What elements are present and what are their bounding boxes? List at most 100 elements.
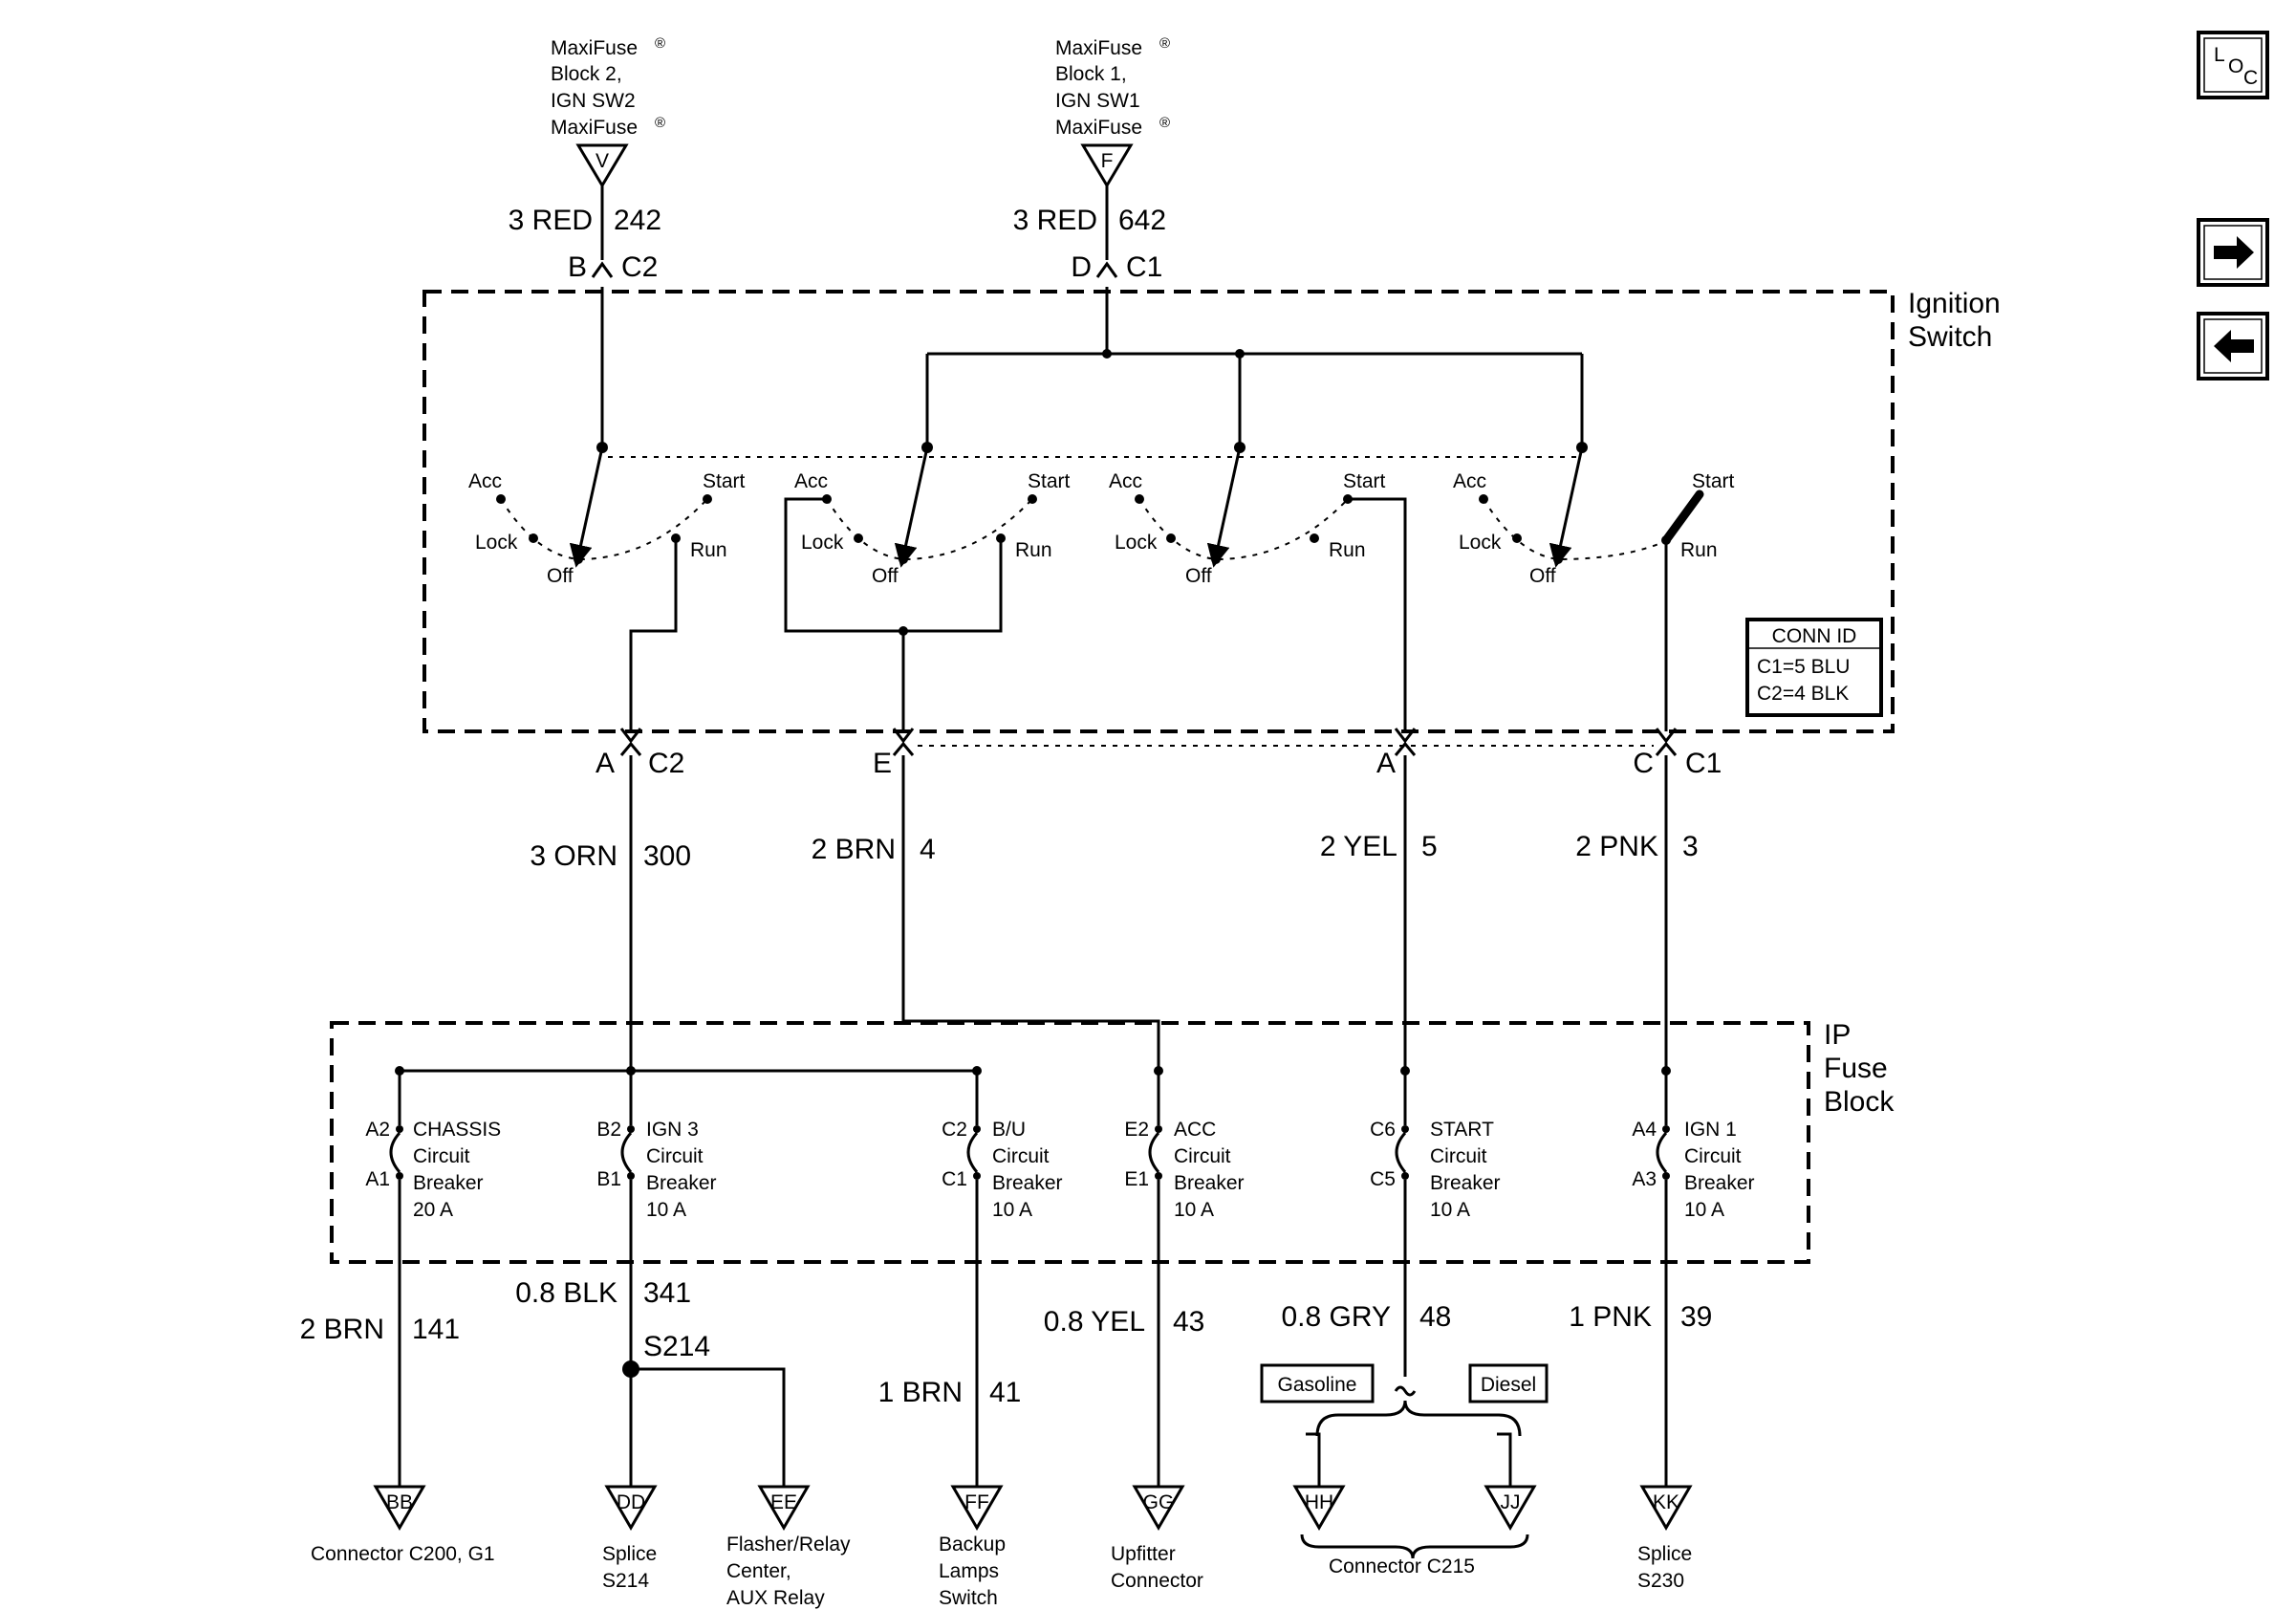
pos-start: Start [1692,470,1735,492]
destination-ee: EE Flasher/Relay Center, AUX Relay [726,1485,851,1609]
dest-line1: Connector C200, G1 [311,1543,495,1565]
breaker-pin-in: A4 [1632,1119,1657,1141]
loc-button[interactable]: L O C [2197,31,2269,99]
conn-id-box: CONN ID C1=5 BLU C2=4 BLK [1745,618,1883,717]
breaker-rating: 10 A [646,1199,686,1221]
dest-symbol: HH [1305,1491,1333,1513]
previous-arrow-button[interactable] [2197,312,2269,381]
pos-off: Off [872,565,899,587]
breaker-rating: 10 A [1174,1199,1214,1221]
breaker-line2: Circuit [1430,1145,1487,1167]
breaker-name: B/U [992,1119,1026,1141]
connector-c215-group: Connector C215 [1300,1534,1529,1577]
engine-option: Gasoline Diesel [1260,1363,1549,1487]
feed-left-line2: Block 2, [551,63,622,85]
wire-color: 3 RED [1013,205,1097,236]
pin-label: E [873,748,892,779]
breaker-chassis: A2 A1 CHASSIS Circuit Breaker 20 A [365,1119,501,1487]
breaker-name: START [1430,1119,1494,1141]
registered-mark: ® [655,35,665,52]
switch-section-4: Acc Start Lock Off Run [1453,442,1735,731]
fuse-symbol-f: F [1101,150,1114,172]
option-diesel: Diesel [1481,1374,1536,1396]
feed-right-line1: MaxiFuse [1055,37,1142,59]
dest-symbol: KK [1653,1491,1679,1513]
breaker-line3: Breaker [1430,1172,1501,1194]
wire-color: 2 BRN [300,1314,384,1345]
pos-run: Run [1329,539,1366,561]
dest-symbol: BB [386,1491,413,1513]
wire-color: 2 YEL [1320,831,1397,862]
conn-id-title: CONN ID [1772,625,1857,647]
pos-acc: Acc [1109,470,1142,492]
breaker-rating: 10 A [1430,1199,1470,1221]
feed-right-line3: IGN SW1 [1055,90,1140,112]
breaker-ign1: A4 A3 IGN 1 Circuit Breaker 10 A [1632,1119,1755,1487]
wire-color: 3 RED [509,205,593,236]
dest-line3: AUX Relay [726,1587,825,1609]
circuit-number: 4 [920,834,936,865]
pos-run: Run [1015,539,1052,561]
dest-line1: Splice [1637,1543,1692,1565]
destination-kk: KK Splice S230 [1637,1485,1693,1592]
pin-label: D [1071,251,1092,283]
breaker-line2: Circuit [413,1145,470,1167]
conn-id-c2: C2=4 BLK [1757,683,1849,705]
breaker-line3: Breaker [413,1172,484,1194]
ignition-switch-title-line1: Ignition [1908,288,2001,319]
breaker-acc: E2 E1 ACC Circuit Breaker 10 A [1124,1119,1245,1487]
pos-run: Run [1680,539,1718,561]
dest-line2: Connector [1111,1570,1203,1592]
destination-gg: GG Upfitter Connector [1111,1485,1203,1592]
breaker-pin-in: C6 [1370,1119,1396,1141]
switch-section-1: Acc Start Lock Off Run [468,442,746,731]
circuit-number: 3 [1682,831,1699,862]
pos-start: Start [1028,470,1071,492]
next-arrow-button[interactable] [2197,218,2269,287]
breaker-line3: Breaker [1174,1172,1245,1194]
destination-bb: BB Connector C200, G1 [311,1485,495,1565]
dest-line2: Lamps [939,1560,999,1582]
dest-symbol: GG [1143,1491,1175,1513]
destination-hh: HH [1292,1485,1346,1531]
pin-label: C [1633,748,1654,779]
destination-jj: JJ [1484,1485,1537,1531]
loc-letter-l: L [2214,44,2225,66]
pos-acc: Acc [794,470,828,492]
pos-acc: Acc [1453,470,1486,492]
breaker-pin-in: B2 [596,1119,621,1141]
pin-label: B [568,251,587,283]
pos-off: Off [1529,565,1556,587]
pos-start: Start [703,470,746,492]
breaker-pin-in: C2 [942,1119,967,1141]
breaker-line2: Circuit [1174,1145,1231,1167]
breaker-name: CHASSIS [413,1119,501,1141]
dest-line2: S230 [1637,1570,1684,1592]
wire-color: 0.8 YEL [1044,1306,1145,1338]
breaker-rating: 20 A [413,1199,453,1221]
fuse-block-title-line1: IP [1824,1019,1851,1051]
switch-output-connectors: A C2 3 ORN 300 E 2 BRN 4 A 2 YEL 5 C C1 … [530,728,1722,1063]
maxifuse-feed-left: MaxiFuse ® Block 2, IGN SW2 MaxiFuse ® V… [509,35,665,283]
loc-letter-c: C [2243,67,2258,89]
pos-lock: Lock [1459,532,1502,554]
circuit-number: 41 [989,1377,1021,1408]
dest-line2: S214 [602,1570,649,1592]
breaker-line2: Circuit [646,1145,704,1167]
dest-line1: Upfitter [1111,1543,1176,1565]
fuse-symbol-v-icon [575,143,629,188]
registered-mark: ® [1159,115,1170,131]
wire-color: 2 BRN [812,834,896,865]
pin-label: A [1376,748,1396,779]
ip-fuse-block: IP Fuse Block A2 A1 CHASSIS Circuit Brea… [330,1019,1895,1487]
wire-color: 3 ORN [530,840,617,872]
breaker-line3: Breaker [646,1172,717,1194]
breaker-bu: C2 C1 B/U Circuit Breaker 10 A [942,1119,1063,1487]
pos-start: Start [1343,470,1386,492]
breaker-rating: 10 A [992,1199,1032,1221]
circuit-number: 242 [614,205,661,236]
ignition-switch: Ignition Switch Acc Start Lock Off Run [422,287,2001,733]
circuit-number: 341 [643,1277,691,1309]
fuse-block-title-line2: Fuse [1824,1053,1888,1084]
connector-label: C1 [1126,251,1162,283]
